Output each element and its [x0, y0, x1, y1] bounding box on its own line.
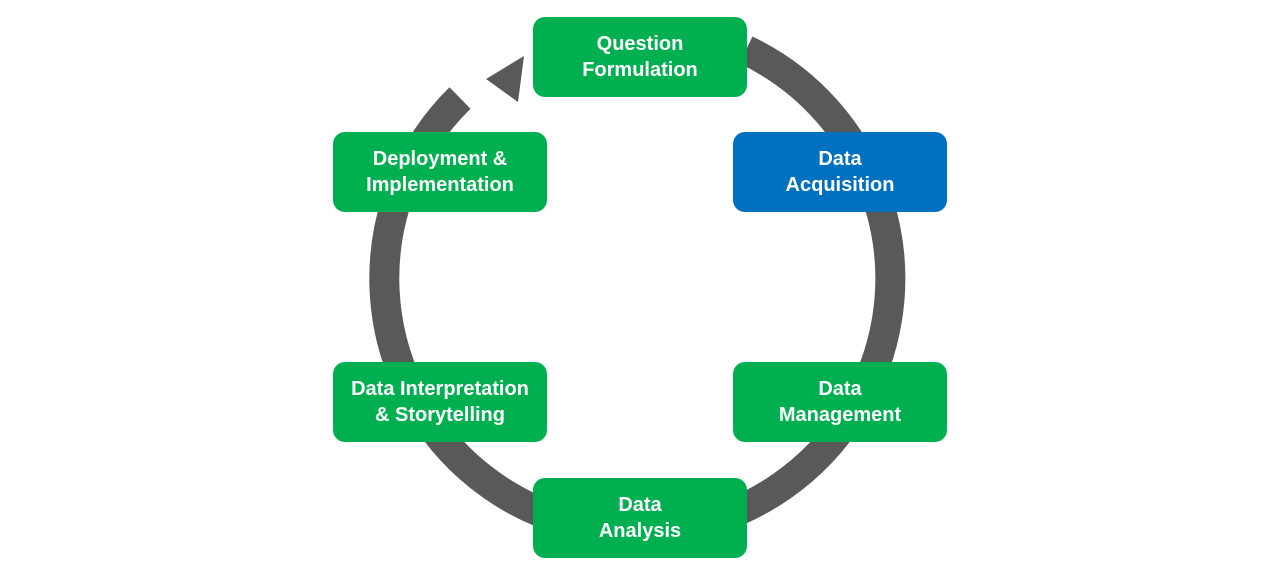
stage-label-line2: Implementation	[366, 174, 514, 196]
stage-label-line1: Deployment &	[372, 148, 508, 170]
cycle-ring	[369, 36, 906, 547]
stage-label-line2: Management	[778, 404, 902, 426]
stage-label-line2: Acquisition	[785, 174, 895, 196]
stage-label-line2: Formulation	[582, 59, 698, 81]
stage-label-line1: Data	[818, 148, 862, 170]
stage-data-management[interactable]: Data Management	[733, 362, 947, 442]
cycle-arrowhead-icon	[486, 56, 524, 102]
stage-label-line1: Data	[618, 494, 662, 516]
stage-label-line1: Data	[818, 378, 862, 400]
stage-data-interpretation[interactable]: Data Interpretation & Storytelling	[333, 362, 547, 442]
stage-label-line2: Analysis	[598, 520, 682, 542]
stage-label-line1: Question	[596, 33, 684, 55]
stage-label-line2: & Storytelling	[374, 404, 505, 426]
stage-question-formulation[interactable]: Question Formulation	[533, 17, 747, 97]
stage-data-acquisition[interactable]: Data Acquisition	[733, 132, 947, 212]
stage-deployment-implementation[interactable]: Deployment & Implementation	[333, 132, 547, 212]
stage-data-analysis[interactable]: Data Analysis	[533, 478, 747, 558]
stage-label-line1: Data Interpretation	[351, 378, 529, 400]
